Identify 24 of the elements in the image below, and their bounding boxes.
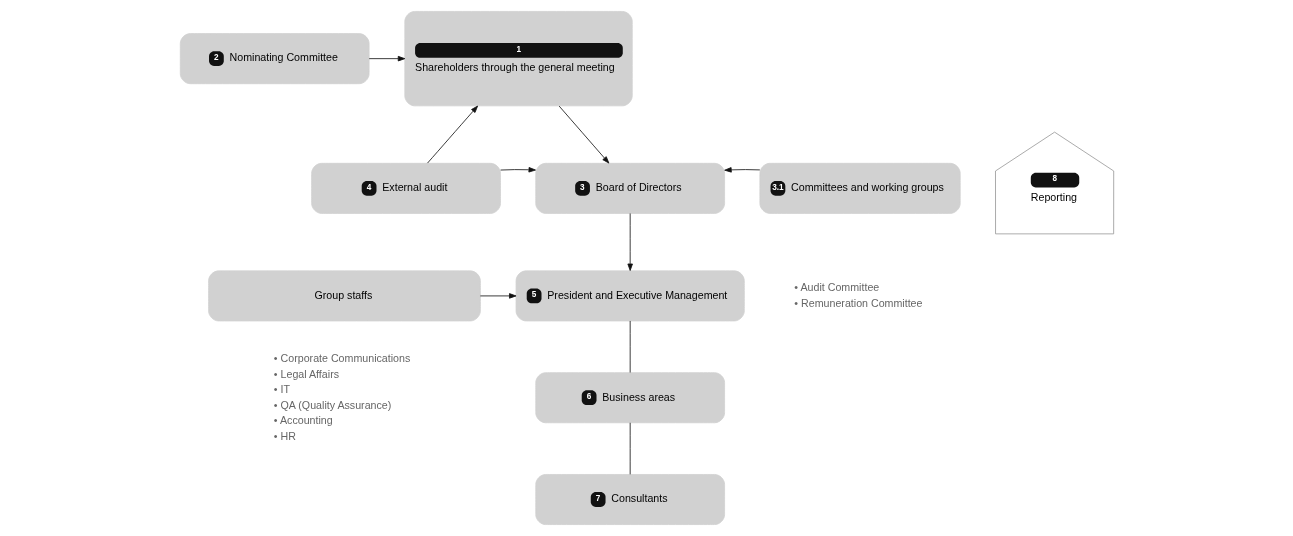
arrow <box>479 293 516 299</box>
node-label: • Legal Affairs <box>273 367 339 380</box>
node-label: • Accounting <box>273 414 333 427</box>
node-box: 1 Shareholders through the general meeting <box>403 11 633 107</box>
node-label: • QA (Quality Assurance) <box>273 398 391 411</box>
node-label: • Remuneration Committee <box>793 296 922 309</box>
node-box: 6 Business areas <box>534 372 725 424</box>
node-box: 3.1 Committees and working groups <box>758 162 961 214</box>
arrow <box>426 105 478 164</box>
arrow <box>368 55 405 62</box>
node-label: • Corporate Communications <box>273 351 410 364</box>
node-label: • IT <box>273 383 290 396</box>
node-box: 7 Consultants <box>534 474 725 525</box>
arrow <box>723 167 760 173</box>
node-box: 3 Board of Directors <box>534 162 725 214</box>
node-label: • HR <box>273 429 296 442</box>
arrow <box>558 105 609 164</box>
arrow <box>626 213 633 271</box>
node-box: 2 Nominating Committee <box>179 33 369 85</box>
node-box: 4 External audit <box>310 162 501 214</box>
node-box: 5 President and Executive Management <box>515 270 745 322</box>
node-box: Group staffs <box>207 270 481 322</box>
node-label: • Audit Committee <box>793 281 879 294</box>
arrow <box>499 167 536 173</box>
